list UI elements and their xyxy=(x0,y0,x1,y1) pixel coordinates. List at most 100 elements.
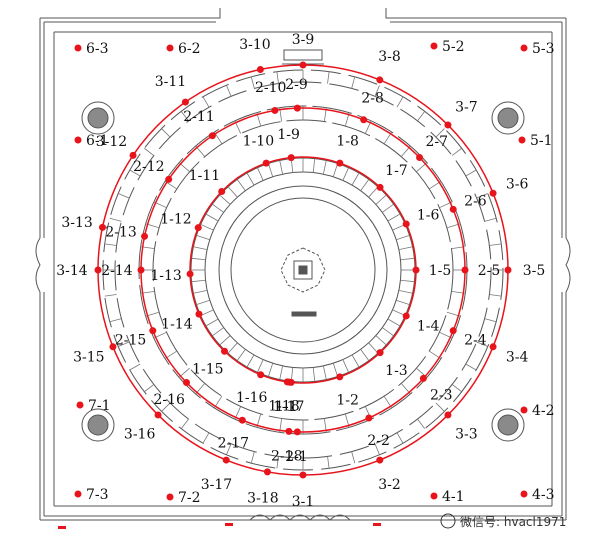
point-marker xyxy=(283,378,291,386)
stage-centerpiece xyxy=(280,247,326,317)
point-label: 1-1 xyxy=(275,399,298,415)
point-marker xyxy=(141,232,149,240)
corner-point: 5-1 xyxy=(518,133,553,149)
measurement-point: 3-16 xyxy=(124,411,162,442)
point-label: 5-3 xyxy=(532,41,555,57)
point-label: 3-8 xyxy=(378,49,401,65)
measurement-point: 1-15 xyxy=(192,347,229,378)
point-marker xyxy=(154,411,162,419)
measurement-point: 2-8 xyxy=(360,91,384,124)
point-marker xyxy=(376,76,384,84)
point-marker xyxy=(293,104,301,112)
left-door xyxy=(35,237,41,293)
point-marker xyxy=(520,406,528,414)
point-label: 4-1 xyxy=(442,489,465,505)
measurement-point: 3-18 xyxy=(247,468,279,506)
point-marker xyxy=(419,374,427,382)
measurement-point: 2-9 xyxy=(285,77,308,112)
outer-wall-top-right xyxy=(385,8,566,23)
measurement-point: 1-2 xyxy=(336,373,359,409)
outer-wall-top-left xyxy=(40,8,221,23)
corner-point: 4-1 xyxy=(430,489,465,505)
point-marker xyxy=(287,154,295,162)
point-label: 3-17 xyxy=(201,477,232,493)
point-marker xyxy=(461,266,469,274)
measurement-point: 3-14 xyxy=(56,263,102,279)
point-marker xyxy=(518,136,526,144)
point-label: 4-3 xyxy=(532,487,555,503)
point-label: 1-14 xyxy=(161,317,193,333)
point-marker xyxy=(360,116,368,124)
measurement-point: 3-13 xyxy=(61,215,106,231)
measurement-point: 2-6 xyxy=(449,193,487,213)
point-marker xyxy=(76,401,84,409)
point-label: 2-12 xyxy=(133,159,164,175)
measurement-point: 2-4 xyxy=(449,327,487,349)
measurement-point: 2-10 xyxy=(255,80,286,114)
point-label: 1-9 xyxy=(277,127,300,143)
measurement-point: 3-2 xyxy=(376,456,401,493)
measurement-point: 2-15 xyxy=(115,327,157,349)
point-label: 3-12 xyxy=(96,134,127,150)
point-label: 1-5 xyxy=(429,263,452,279)
outer-wall-bottom xyxy=(40,515,566,521)
watermark: 微信号: hvacl1971 xyxy=(440,513,566,529)
point-label: 6-3 xyxy=(86,41,109,57)
point-label: 2-4 xyxy=(464,333,487,349)
point-marker xyxy=(166,44,174,52)
right-door xyxy=(565,237,571,293)
measurement-point: 1-13 xyxy=(150,268,194,284)
point-marker xyxy=(444,411,452,419)
measurement-point: 3-17 xyxy=(201,456,232,493)
point-marker xyxy=(257,371,265,379)
measurement-point: 2-16 xyxy=(153,379,190,408)
point-label: 2-18 xyxy=(271,448,302,464)
measurement-point: 2-5 xyxy=(461,263,501,279)
point-label: 3-13 xyxy=(61,215,92,231)
point-marker xyxy=(74,136,82,144)
point-label: 3-5 xyxy=(523,263,546,279)
corner-point: 4-3 xyxy=(520,487,555,503)
measurement-point: 1-12 xyxy=(160,212,202,232)
point-marker xyxy=(376,183,384,191)
point-label: 2-11 xyxy=(183,109,214,125)
point-marker xyxy=(293,428,301,436)
column-bottom-right xyxy=(497,414,519,436)
measurement-point: 2-18 xyxy=(271,427,303,464)
corner-point: 7-3 xyxy=(74,487,109,503)
point-marker xyxy=(238,416,246,424)
point-marker xyxy=(181,98,189,106)
point-label: 2-17 xyxy=(218,435,249,451)
measurement-point: 1-16 xyxy=(236,371,267,406)
outer-wall-right xyxy=(561,18,567,520)
wechat-icon xyxy=(440,513,456,529)
point-label: 2-5 xyxy=(478,263,501,279)
point-label: 3-3 xyxy=(455,426,478,442)
point-label: 1-13 xyxy=(150,268,181,284)
point-label: 3-11 xyxy=(155,74,186,90)
point-label: 3-4 xyxy=(506,350,529,366)
point-label: 5-2 xyxy=(442,39,465,55)
point-marker xyxy=(520,44,528,52)
measurement-point: 1-14 xyxy=(161,310,203,333)
point-marker xyxy=(504,266,512,274)
measurement-point: 1-7 xyxy=(376,163,408,191)
point-label: 1-12 xyxy=(160,212,191,228)
point-label: 6-2 xyxy=(178,41,201,57)
column-top-left xyxy=(87,107,109,129)
measurement-point: 3-5 xyxy=(504,263,546,279)
point-label: 2-2 xyxy=(367,433,390,449)
point-label: 2-16 xyxy=(153,392,185,408)
point-label: 1-4 xyxy=(417,319,440,335)
point-marker xyxy=(430,42,438,50)
point-marker xyxy=(285,427,293,435)
point-label: 1-6 xyxy=(417,207,440,223)
point-marker xyxy=(186,270,194,278)
point-label: 2-10 xyxy=(255,80,286,96)
point-marker xyxy=(137,266,145,274)
point-label: 2-14 xyxy=(101,263,133,279)
column-bottom-left xyxy=(87,414,109,436)
point-label: 4-2 xyxy=(532,403,555,419)
measurement-point: 3-15 xyxy=(73,343,117,366)
